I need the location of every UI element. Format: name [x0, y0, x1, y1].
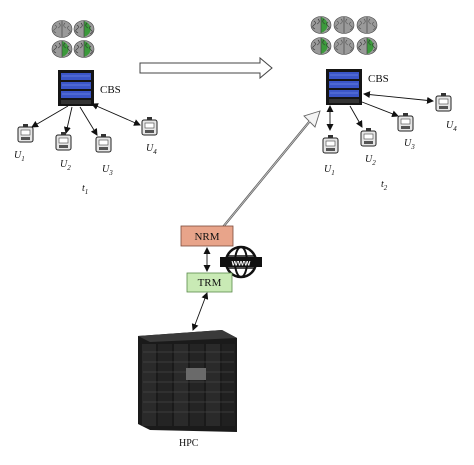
user-label: U2: [60, 159, 71, 172]
left-cluster: CBS U1 U2 U3 U4 t1: [14, 20, 158, 196]
device-icon: [360, 127, 377, 147]
svg-text:www: www: [231, 259, 251, 268]
user-label: U3: [102, 164, 113, 177]
device-icon: [95, 133, 112, 153]
brain-icon: [73, 20, 95, 38]
nrm-box: [180, 225, 234, 247]
brain-icon: [356, 16, 378, 34]
brain-icon: [333, 37, 355, 55]
left-brain-grid: [51, 20, 95, 58]
device-icon: [17, 123, 34, 143]
brain-icon: [333, 16, 355, 34]
device-icon: [435, 92, 452, 112]
user-label: U2: [365, 154, 376, 167]
time-label: t2: [381, 179, 388, 192]
hpc-label: HPC: [179, 438, 199, 449]
right-cluster: CBS U1 U2 U3 U4 t2: [310, 16, 457, 192]
trm-box: [186, 272, 233, 293]
link-arrow: [361, 101, 399, 118]
server-icon: [325, 68, 363, 106]
cbs-label: CBS: [368, 73, 389, 85]
hpc-rack-icon: [138, 330, 237, 432]
brain-icon: [310, 16, 332, 34]
device-icon: [397, 112, 414, 132]
nrm-cbs-link-arrow: [207, 110, 321, 244]
transition-arrow: [139, 56, 273, 80]
trm-hpc-arrow: [191, 292, 209, 331]
device-icon: [322, 134, 339, 154]
nrm-label: NRM: [194, 231, 219, 243]
link-arrow: [363, 91, 434, 104]
link-arrow: [31, 105, 69, 128]
link-arrow: [349, 105, 363, 128]
brain-icon: [51, 20, 73, 38]
user-label: U3: [404, 138, 415, 151]
cbs-label: CBS: [100, 84, 121, 96]
brain-icon: [51, 40, 73, 58]
link-arrow: [63, 106, 73, 134]
brain-icon: [73, 40, 95, 58]
trm-label: TRM: [198, 277, 222, 289]
user-label: U4: [146, 143, 157, 156]
user-label: U4: [446, 120, 457, 133]
user-label: U1: [324, 164, 335, 177]
brain-icon: [310, 37, 332, 55]
user-label: U1: [14, 150, 25, 163]
time-label: t1: [82, 183, 88, 196]
www-globe-icon: www: [220, 245, 262, 279]
right-brain-grid: [310, 16, 378, 55]
link-arrow: [91, 103, 141, 126]
brain-icon: [356, 37, 378, 55]
server-icon: [57, 69, 95, 107]
link-arrow: [79, 106, 98, 136]
device-icon: [141, 116, 158, 136]
device-icon: [55, 131, 72, 151]
